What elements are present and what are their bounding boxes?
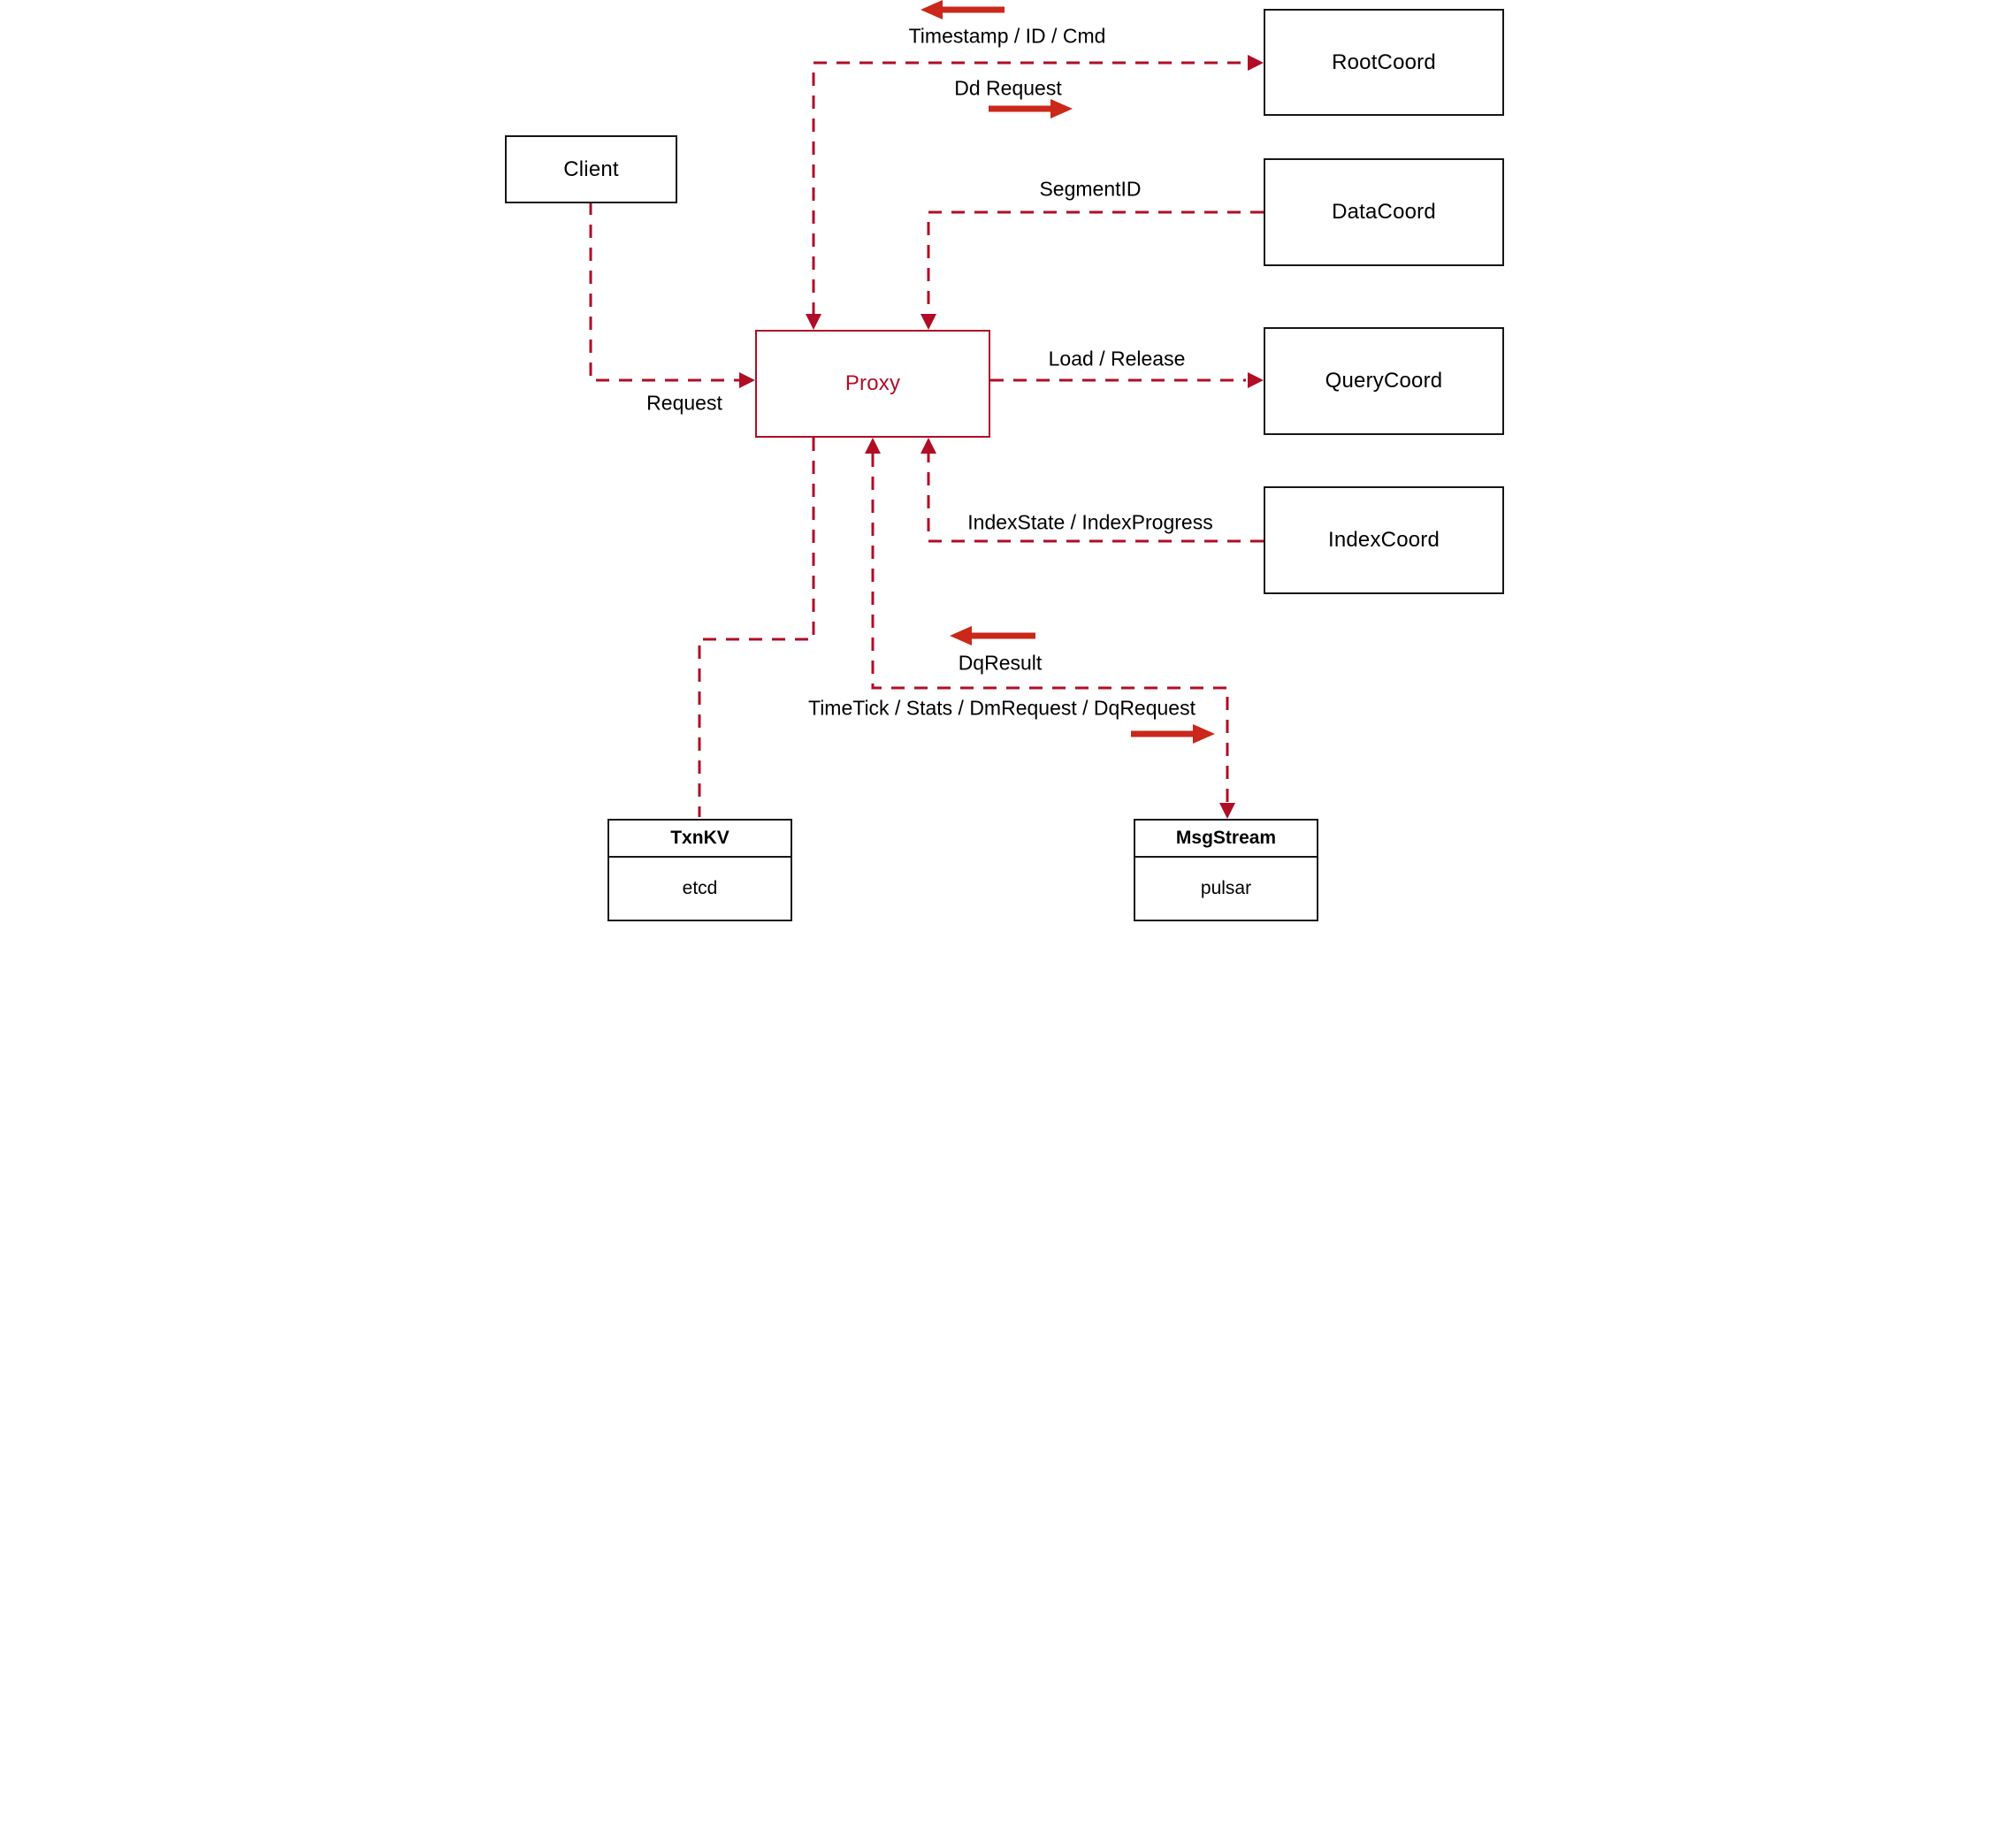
edge-label-time-tick-stats: TimeTick / Stats / DmRequest / DqRequest bbox=[808, 696, 1195, 720]
dd-request-direction-arrow-right-icon bbox=[989, 99, 1073, 118]
node-proxy-label: Proxy bbox=[844, 371, 901, 395]
edge-proxy-txnkv bbox=[698, 438, 815, 817]
node-datacoord-label: DataCoord bbox=[1332, 200, 1436, 224]
dq-result-direction-arrow-left-icon bbox=[950, 626, 1035, 645]
arrowhead-into-proxy-bottom-right-icon bbox=[920, 438, 936, 454]
node-msgstream: MsgStream pulsar bbox=[1134, 819, 1318, 921]
timestamp-direction-arrow-left-icon bbox=[920, 0, 1004, 19]
node-indexcoord: IndexCoord bbox=[1264, 486, 1504, 594]
edge-proxy-rootcoord bbox=[812, 61, 1246, 316]
arrowhead-into-proxy-top-right-icon bbox=[920, 314, 936, 330]
node-txnkv-impl: etcd bbox=[682, 878, 718, 898]
connector-layer bbox=[589, 0, 1264, 819]
edge-indexcoord-proxy bbox=[927, 454, 1264, 543]
arrowhead-into-proxy-left-icon bbox=[739, 372, 755, 388]
node-querycoord: QueryCoord bbox=[1264, 327, 1504, 435]
arrowhead-into-msgstream-icon bbox=[1219, 803, 1235, 819]
edge-client-proxy bbox=[589, 202, 739, 382]
node-rootcoord-label: RootCoord bbox=[1332, 50, 1436, 74]
node-indexcoord-label: IndexCoord bbox=[1327, 528, 1440, 552]
edge-label-dd-request: Dd Request bbox=[954, 76, 1062, 100]
edge-label-request: Request bbox=[646, 391, 722, 415]
node-txnkv-title: TxnKV bbox=[609, 821, 791, 858]
node-rootcoord: RootCoord bbox=[1264, 9, 1504, 116]
node-msgstream-title: MsgStream bbox=[1135, 821, 1317, 858]
time-tick-direction-arrow-right-icon bbox=[1131, 724, 1215, 744]
edge-label-index-state-progress: IndexState / IndexProgress bbox=[967, 510, 1213, 534]
edge-label-timestamp-id-cmd: Timestamp / ID / Cmd bbox=[908, 24, 1106, 48]
node-txnkv: TxnKV etcd bbox=[607, 819, 792, 921]
node-proxy: Proxy bbox=[755, 330, 990, 438]
arrowhead-into-rootcoord-icon bbox=[1248, 55, 1264, 71]
node-datacoord: DataCoord bbox=[1264, 158, 1504, 266]
edge-label-load-release: Load / Release bbox=[1048, 347, 1186, 370]
arrowhead-into-proxy-bottom-left-icon bbox=[865, 438, 881, 454]
node-querycoord-label: QueryCoord bbox=[1325, 369, 1443, 393]
edge-proxy-msgstream bbox=[871, 454, 1229, 803]
arrowhead-into-proxy-top-left-icon bbox=[806, 314, 821, 330]
node-msgstream-impl: pulsar bbox=[1200, 878, 1252, 898]
arrowhead-into-querycoord-icon bbox=[1248, 372, 1264, 388]
edge-label-dq-result: DqResult bbox=[958, 651, 1043, 675]
node-client: Client bbox=[505, 135, 677, 203]
edge-datacoord-proxy bbox=[927, 210, 1264, 314]
node-client-label: Client bbox=[563, 157, 619, 181]
edge-label-segment-id: SegmentID bbox=[1039, 177, 1142, 201]
architecture-diagram: Client Proxy RootCoord DataCoord QueryCo… bbox=[502, 0, 1507, 924]
